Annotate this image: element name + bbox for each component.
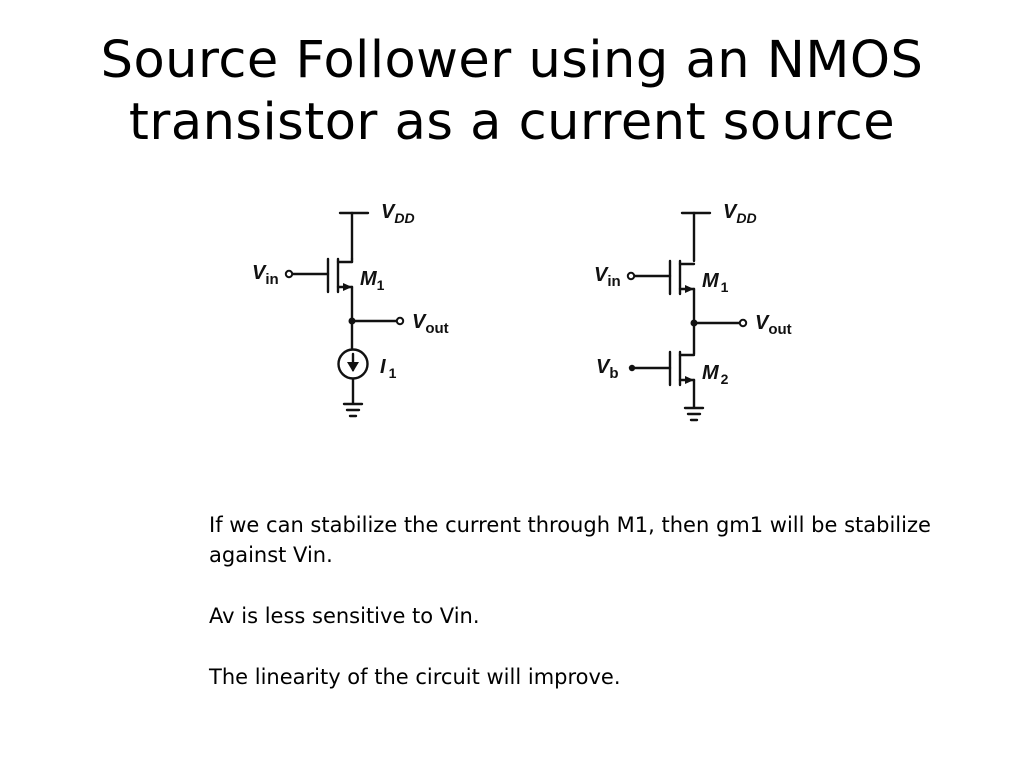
left-circuit-wiring: [290, 211, 399, 418]
body-point-3: The linearity of the circuit will improv…: [209, 665, 621, 689]
title-line-2: transistor as a current source: [128, 93, 896, 152]
right-vdd-label: VDD: [723, 201, 757, 226]
current-source-arrow-icon: [347, 362, 359, 372]
right-vout-terminal: [738, 318, 748, 328]
vb-terminal-dot: [628, 364, 636, 372]
slide-title: Source Follower using an NMOS transistor…: [0, 30, 1024, 154]
right-vb-label: Vb: [596, 356, 619, 382]
left-vout-terminal: [395, 316, 405, 326]
left-output-node-dot: [348, 317, 356, 325]
right-vin-label: Vin: [594, 264, 621, 290]
left-vdd-label: VDD: [381, 201, 415, 226]
body-point-1: If we can stabilize the current through …: [209, 513, 931, 567]
left-vin-terminal: [284, 269, 294, 279]
left-vout-label: Vout: [412, 311, 449, 337]
left-m1-label: M1: [360, 268, 385, 293]
left-m1-arrow-icon: [343, 283, 352, 291]
body-point-2: Av is less sensitive to Vin.: [209, 604, 480, 628]
slide-body: If we can stabilize the current through …: [209, 510, 969, 723]
right-circuit-wiring: [632, 211, 742, 422]
right-vin-terminal: [626, 271, 636, 281]
title-line-1: Source Follower using an NMOS: [100, 31, 924, 90]
right-vout-label: Vout: [755, 312, 792, 338]
right-output-node-dot: [690, 319, 698, 327]
left-vin-label: Vin: [252, 262, 279, 288]
right-m2-arrow-icon: [685, 376, 694, 384]
right-m1-arrow-icon: [685, 285, 694, 293]
